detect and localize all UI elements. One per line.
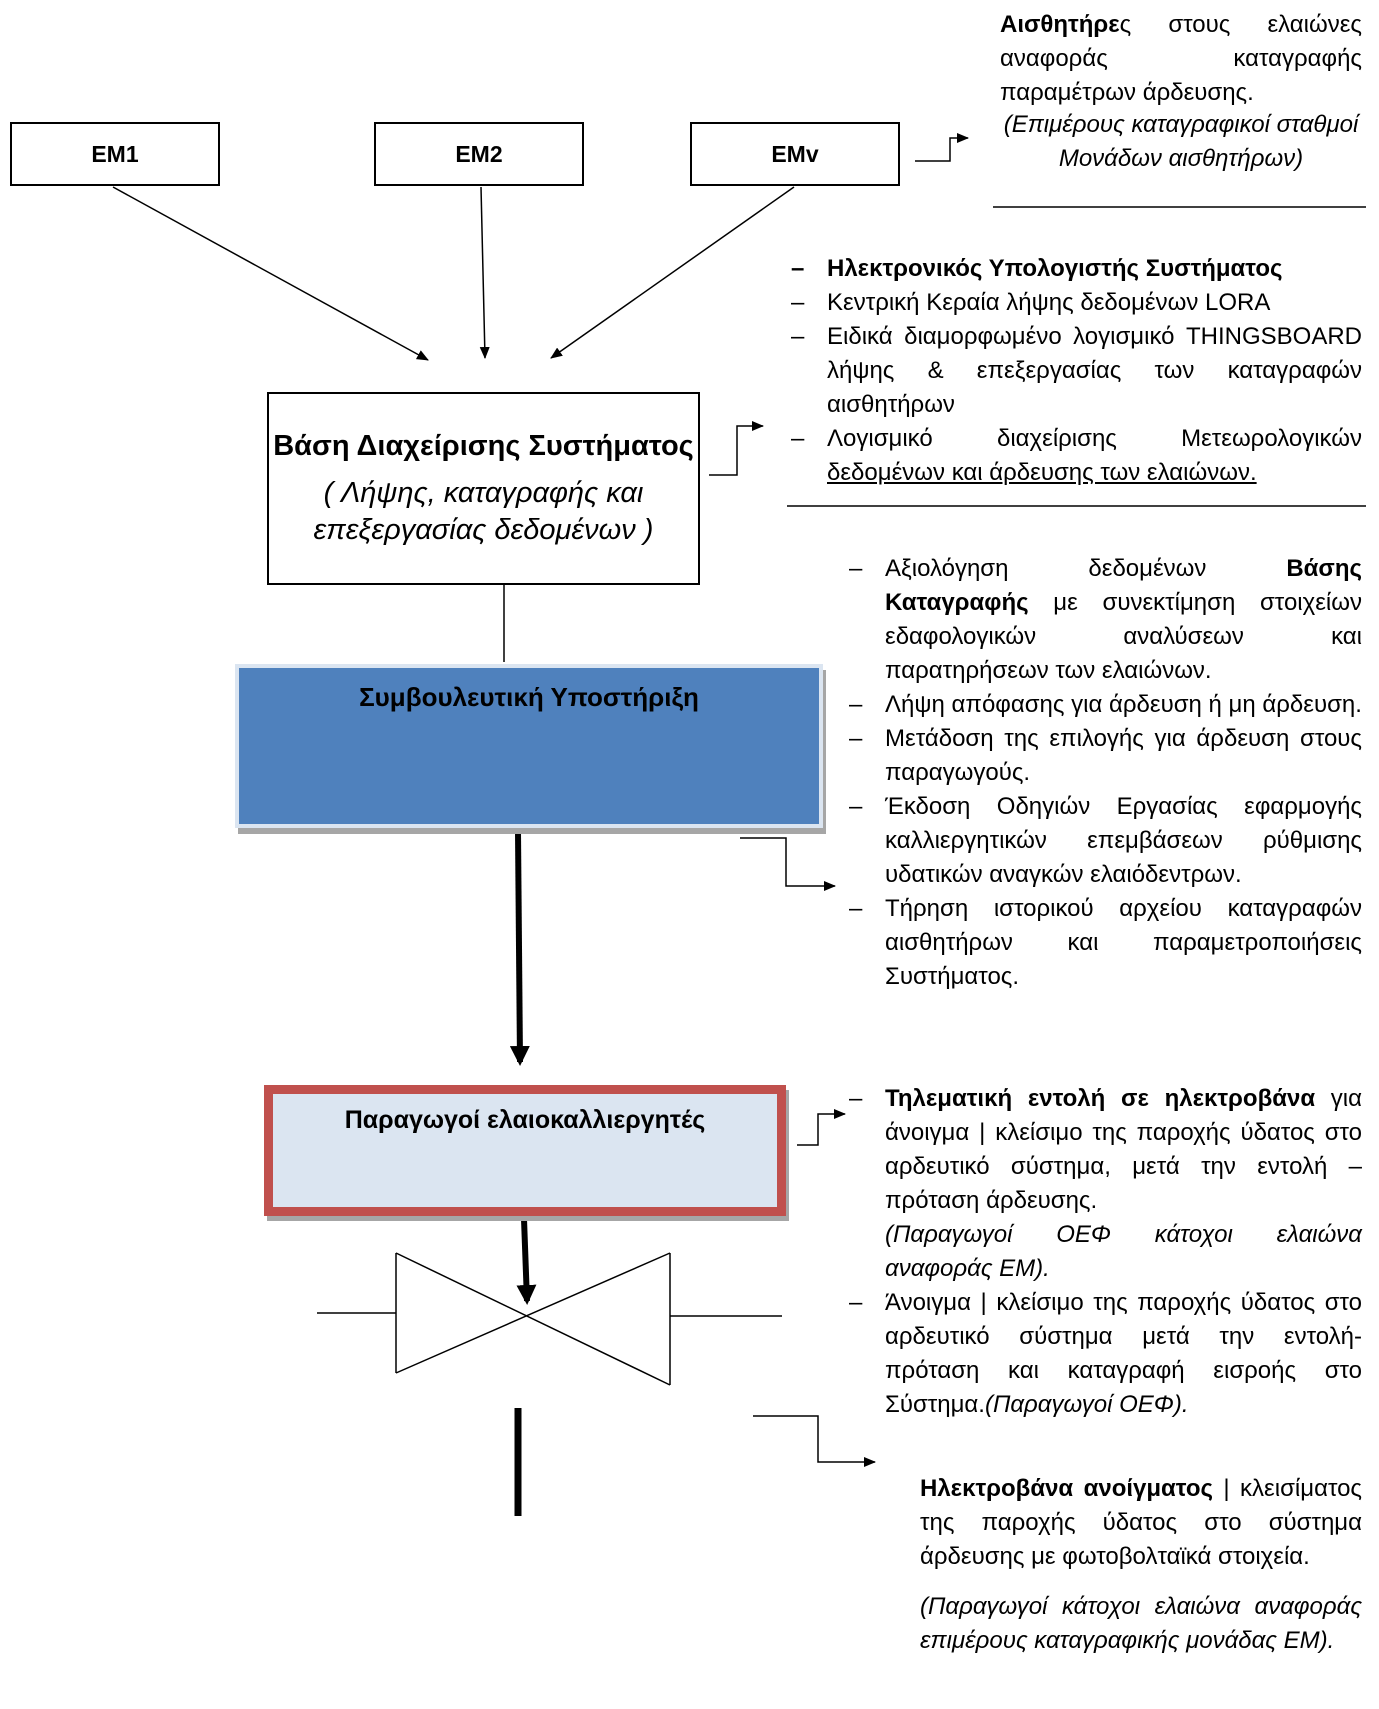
database-subtitle: ( Λήψης, καταγραφής και επεξεργασίας δεδ…: [313, 477, 654, 546]
elbow-arrow-producers: [797, 1109, 846, 1146]
arrow-em2-to-database: [479, 186, 490, 359]
valve-note: (Παραγωγοί κάτοχοι ελαιώνα αναφοράς επιμ…: [920, 1593, 1362, 1654]
producers-label: Παραγωγοί ελαιοκαλλιεργητές: [344, 1106, 706, 1134]
advisory-item: Μετάδοση της επιλογής για άρδευση στους …: [849, 722, 1362, 790]
advisory-list: Αξιολόγηση δεδομένων Βάσης Καταγραφής με…: [849, 552, 1362, 994]
database-item: Ειδικά διαμορφωμένο λογισμικό THINGSBOAR…: [791, 320, 1362, 422]
database-box: Βάση Διαχείρισης Συστήματος ( Λήψης, κατ…: [267, 392, 700, 585]
advisory-item: Αξιολόγηση δεδομένων Βάσης Καταγραφής με…: [849, 552, 1362, 688]
producers-box: Παραγωγοί ελαιοκαλλιεργητές: [264, 1085, 786, 1216]
elbow-arrow-database: [709, 421, 764, 476]
thick-arrow-producers-valve: [516, 1218, 537, 1305]
producers-list: Τηλεματική εντολή σε ηλεκτροβάνα για άνο…: [849, 1082, 1362, 1422]
elbow-arrow-valve: [753, 1415, 876, 1467]
sensor-label: EM1: [91, 140, 139, 167]
arrow-em1-to-database: [112, 186, 429, 361]
sensor-box-em1: EM1: [10, 122, 220, 186]
advisory-item: Τήρηση ιστορικού αρχείου καταγραφών αισθ…: [849, 892, 1362, 994]
sensors-heading: Αισθητήρες στους ελαιώνες αναφοράς καταγ…: [1000, 11, 1362, 106]
producers-item-manual: Άνοιγμα | κλείσιμο της παροχής ύδατος στ…: [849, 1286, 1362, 1422]
valve-symbol: [317, 1252, 782, 1386]
elbow-arrow-emv-note: [915, 133, 969, 162]
advisory-item: Λήψη απόφασης για άρδευση ή μη άρδευση.: [849, 688, 1362, 722]
elbow-arrow-advisory: [740, 837, 836, 891]
database-list: Ηλεκτρονικός Υπολογιστής Συστήματος Κεντ…: [791, 252, 1362, 490]
advisory-box: Συμβουλευτική Υποστήριξη: [235, 664, 823, 828]
valve-heading: Ηλεκτροβάνα ανοίγματος | κλεισίματος της…: [920, 1475, 1362, 1570]
database-item: Λογισμικό διαχείρισης Μετεωρολογικών: [791, 422, 1362, 456]
valve-description: Ηλεκτροβάνα ανοίγματος | κλεισίματος της…: [920, 1472, 1362, 1658]
advisory-item: Έκδοση Οδηγιών Εργασίας εφαρμογής καλλιε…: [849, 790, 1362, 892]
database-item: Κεντρική Κεραία λήψης δεδομένων LORA: [791, 286, 1362, 320]
database-item: Ηλεκτρονικός Υπολογιστής Συστήματος: [791, 252, 1362, 286]
sensor-box-em2: EM2: [374, 122, 584, 186]
thick-arrow-advisory-producers: [509, 831, 530, 1066]
sensor-label: EM2: [455, 140, 503, 167]
advisory-label: Συμβουλευτική Υποστήριξη: [359, 682, 699, 712]
sensors-note: (Επιμέρους καταγραφικοί σταθμοί Μονάδων …: [1003, 111, 1359, 172]
sensor-label: EMv: [771, 140, 819, 167]
sensor-box-emv: EMv: [690, 122, 900, 186]
database-item-continued: δεδομένων και άρδευσης των ελαιώνων.: [827, 459, 1257, 486]
producers-item-telematic: Τηλεματική εντολή σε ηλεκτροβάνα για άνο…: [849, 1082, 1362, 1286]
database-title: Βάση Διαχείρισης Συστήματος: [273, 430, 694, 462]
arrow-emv-to-database: [550, 186, 795, 359]
